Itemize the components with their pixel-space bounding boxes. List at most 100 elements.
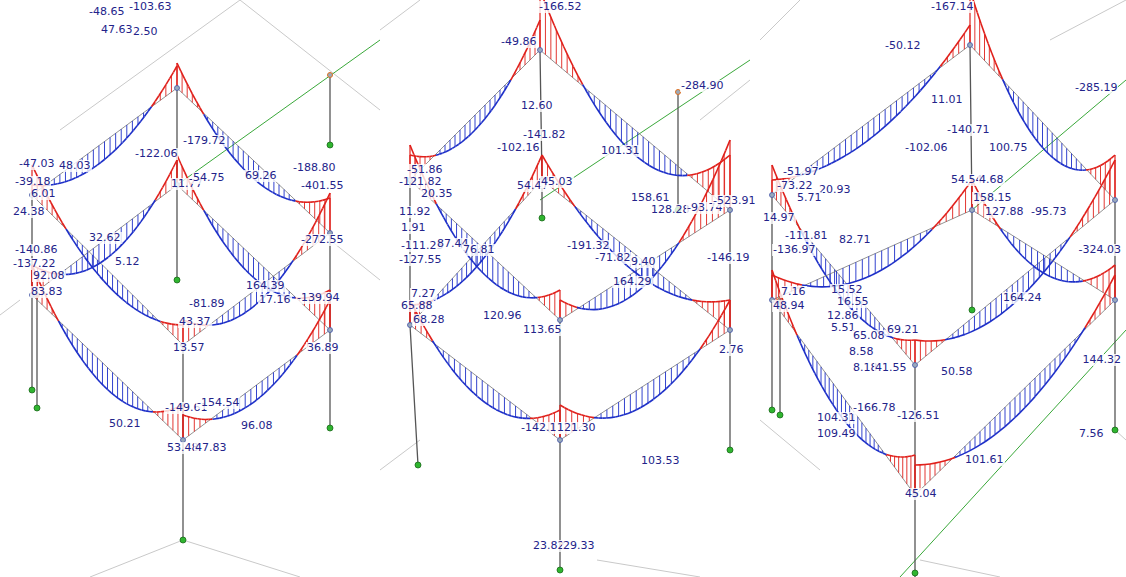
moment-curve — [535, 162, 538, 169]
moment-curve — [1082, 169, 1086, 171]
moment-curve — [219, 236, 223, 242]
moment-curve — [997, 224, 1001, 229]
moment-hatch — [965, 189, 966, 213]
moment-curve — [836, 158, 841, 161]
moment-curve — [577, 413, 581, 414]
moment-curve — [603, 417, 607, 419]
moment-curve — [815, 373, 819, 380]
moment-curve — [590, 309, 594, 311]
grid-line — [90, 540, 183, 577]
moment-curve — [1029, 262, 1033, 265]
moment-curve — [72, 178, 76, 180]
moment-hatch — [861, 423, 862, 440]
moment-hatch — [132, 219, 133, 233]
moment-curve — [869, 325, 873, 328]
moment-curve — [519, 197, 522, 203]
moment-hatch — [906, 457, 907, 484]
moment-curve — [988, 43, 992, 53]
moment-curve — [433, 154, 436, 156]
moment-hatch — [851, 135, 852, 152]
moment-curve — [553, 412, 557, 414]
moment-curve — [902, 253, 907, 257]
moment-curve — [901, 107, 906, 112]
moment-curve — [322, 199, 326, 200]
moment-hatch — [122, 285, 123, 299]
moment-hatch — [925, 465, 926, 486]
moment-hatch — [825, 372, 826, 392]
moment-curve — [474, 393, 478, 396]
moment-curve — [144, 112, 148, 117]
joint — [968, 43, 973, 48]
moment-hatch — [898, 457, 899, 473]
moment-curve — [108, 285, 112, 289]
moment-curve — [1020, 408, 1025, 413]
moment-hatch — [1047, 128, 1048, 153]
moment-hatch — [1055, 263, 1056, 279]
moment-hatch — [243, 151, 244, 169]
moment-hatch — [447, 284, 448, 293]
moment-hatch — [907, 239, 908, 252]
moment-curve — [607, 307, 611, 308]
moment-curve — [1104, 270, 1108, 272]
moment-curve — [138, 311, 142, 313]
moment-hatch — [504, 397, 505, 413]
moment-curve — [624, 298, 628, 301]
moment-curve — [104, 281, 108, 285]
moment-curve — [108, 153, 112, 156]
moment-hatch — [597, 224, 598, 235]
moment-hatch — [1044, 258, 1045, 271]
beam — [540, 50, 730, 210]
moment-curve — [916, 90, 921, 96]
moment-hatch — [97, 358, 98, 379]
moment-hatch — [828, 152, 829, 165]
moment-hatch — [127, 387, 128, 404]
moment-curve — [423, 156, 426, 158]
moment-value: -136.97 — [772, 244, 816, 256]
moment-curve — [589, 225, 594, 231]
moment-curve — [534, 28, 537, 35]
moment-curve — [491, 106, 494, 111]
moment-hatch — [665, 372, 666, 390]
moment-curve — [425, 328, 429, 334]
moment-value: 5.71 — [796, 192, 823, 204]
moment-curve — [822, 387, 826, 393]
moment-curve — [1090, 278, 1094, 279]
moment-curve — [659, 170, 664, 172]
moment-hatch — [865, 428, 866, 443]
moment-value: 76.81 — [462, 244, 496, 256]
column — [36, 295, 37, 408]
moment-hatch — [471, 372, 472, 391]
moment-curve — [573, 67, 578, 76]
moment-hatch — [556, 30, 557, 64]
moment-hatch — [839, 144, 840, 159]
moment-hatch — [913, 236, 914, 247]
moment-hatch — [618, 402, 619, 416]
moment-curve — [549, 414, 553, 415]
moment-curve — [160, 321, 164, 322]
moment-hatch — [894, 245, 895, 262]
moment-curve — [679, 236, 683, 243]
moment-curve — [894, 337, 898, 340]
moment-curve — [560, 405, 564, 407]
moment-curve — [879, 452, 883, 454]
moment-curve — [822, 166, 827, 168]
moment-curve — [683, 175, 688, 177]
moment-curve — [1090, 311, 1095, 319]
moment-curve — [459, 142, 462, 144]
moment-hatch — [238, 243, 239, 262]
moment-curve — [722, 150, 726, 160]
moment-curve — [1058, 279, 1062, 282]
moment-curve — [508, 80, 511, 86]
moment-curve — [538, 296, 542, 298]
moment-curve — [1110, 160, 1115, 170]
moment-hatch — [1105, 294, 1106, 310]
moment-curve — [1068, 167, 1072, 168]
moment-curve — [1003, 79, 1007, 87]
moment-hatch — [879, 114, 880, 132]
moment-hatch — [250, 293, 251, 308]
grid-line — [183, 540, 300, 577]
moment-curve — [141, 116, 145, 121]
moment-curve — [530, 417, 534, 419]
moment-curve — [245, 405, 249, 407]
